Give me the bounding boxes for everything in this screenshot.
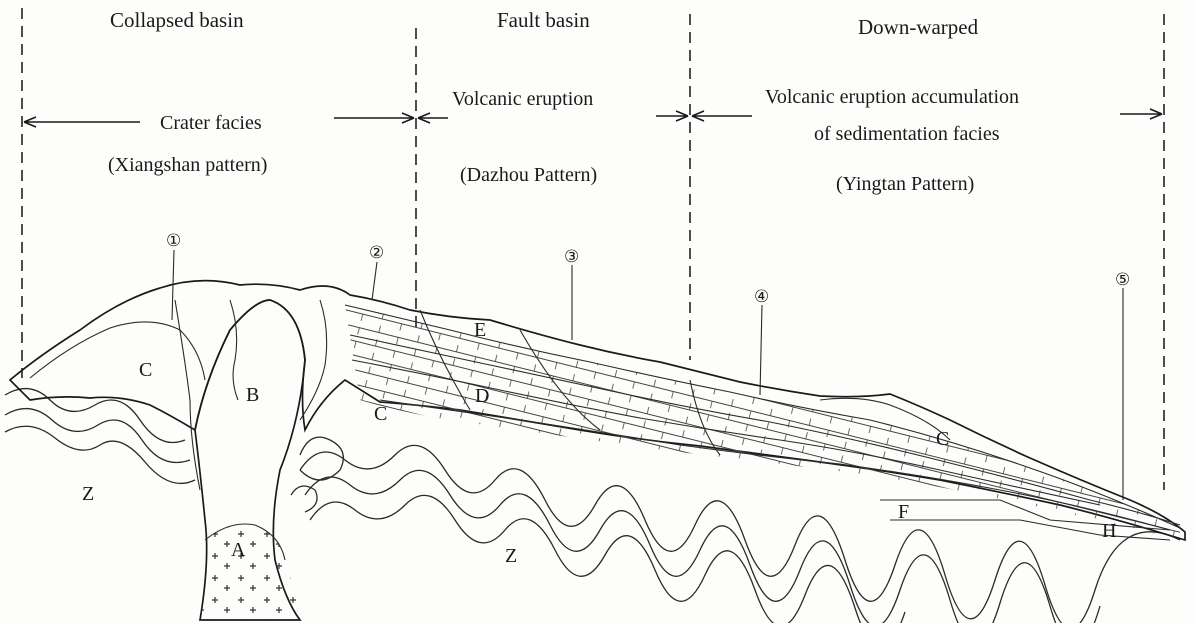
section-collapsed-basin: Collapsed basin (110, 8, 244, 32)
unit-C-middle: C (374, 403, 387, 425)
unit-F: F (898, 501, 909, 523)
facies-accumulation-pattern: (Yingtan Pattern) (836, 173, 974, 195)
unit-D: D (475, 385, 489, 407)
facies-accumulation-line2: of sedimentation facies (814, 123, 1000, 145)
facies-volcanic: Volcanic eruption (452, 88, 593, 110)
intrusion (195, 300, 305, 620)
unit-A: A (231, 539, 246, 561)
crater-cone (30, 300, 327, 490)
section-fault-basin: Fault basin (497, 8, 590, 32)
marker-5: ⑤ (1115, 270, 1130, 289)
marker-2: ② (369, 243, 384, 262)
unit-Z-center: Z (505, 545, 517, 567)
unit-H: H (1102, 520, 1116, 542)
facies-crater-pattern: (Xiangshan pattern) (108, 154, 267, 176)
unit-Z-left: Z (82, 483, 94, 505)
marker-3: ③ (564, 247, 579, 266)
unit-B: B (246, 384, 259, 406)
unit-C-left: C (139, 359, 152, 381)
facies-volcanic-pattern: (Dazhou Pattern) (460, 164, 597, 186)
marker-4: ④ (754, 287, 769, 306)
section-down-warped: Down-warped (858, 15, 979, 39)
facies-accumulation-line1: Volcanic eruption accumulation (765, 86, 1019, 108)
marker-1: ① (166, 231, 181, 250)
unit-E: E (474, 319, 486, 341)
facies-crater: Crater facies (160, 112, 262, 134)
unit-C-right: C (936, 428, 949, 450)
